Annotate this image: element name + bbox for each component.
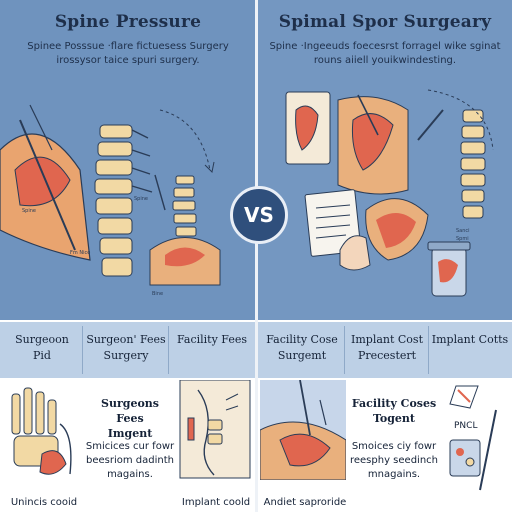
pncl-label: PNCL bbox=[454, 421, 477, 431]
hand-skeleton-illustration bbox=[11, 387, 72, 475]
xray-inflamed-area bbox=[295, 105, 319, 151]
label-bar-right: Facility Cose Surgemt Implant Cost Prece… bbox=[258, 322, 512, 378]
needle-icon bbox=[19, 119, 76, 251]
right-title: Spimal Spor Surgeary bbox=[278, 12, 492, 32]
left-subtitle: Spinee Posssue ·flare fictuesess Surgery… bbox=[0, 40, 256, 68]
bottom-right-text-line1: Smoices ciy fowr bbox=[351, 441, 437, 452]
scalpel-icon bbox=[357, 94, 379, 136]
center-divider bbox=[255, 0, 258, 512]
surgery-closeup-illustration bbox=[260, 380, 346, 480]
label-separator bbox=[168, 326, 169, 374]
secondary-spine-icon bbox=[172, 175, 197, 237]
label-cell-implant-cotts: Implant Cotts bbox=[430, 332, 510, 348]
spine-column-icon bbox=[94, 124, 153, 277]
bottom-right-heading: Facility Coses Togent bbox=[350, 396, 438, 426]
label-separator bbox=[428, 326, 429, 374]
label-cell-line1: Implant Cost bbox=[351, 333, 423, 346]
label-cell-facility-fees: Facility Fees bbox=[172, 332, 252, 348]
label-cell-line1: Surgeon' Fees bbox=[86, 333, 166, 346]
inflamed-joint-area bbox=[39, 450, 67, 475]
label-cell-surgeon-fees: Surgeon' Fees Surgery bbox=[86, 332, 166, 364]
label-separator bbox=[344, 326, 345, 374]
tiny-label-2: Spine bbox=[134, 196, 148, 202]
tiny-label-3: Fm Nice bbox=[70, 250, 90, 256]
bottom-left-text-line1: Smicices cur fowr bbox=[85, 441, 175, 452]
bottom-left-text-line2: beesriom dadinth bbox=[86, 455, 174, 466]
implant-box-icon bbox=[449, 439, 481, 477]
label-cell-line2: Pid bbox=[33, 349, 51, 362]
disc-inflamed-area bbox=[165, 247, 205, 267]
tiny-label-5: Sanci bbox=[456, 228, 470, 234]
probe-icon bbox=[154, 174, 166, 211]
right-subtitle-line2: rouns aiiell youikwindesting. bbox=[313, 55, 457, 66]
tiny-label-4: Bine bbox=[152, 291, 163, 297]
label-separator bbox=[82, 326, 83, 374]
vs-badge: VS bbox=[230, 186, 288, 244]
implant-tools-illustration: PNCL bbox=[449, 385, 497, 491]
arrow-head-icon bbox=[204, 161, 215, 174]
bottom-left-text-line3: magains. bbox=[107, 469, 153, 480]
disc-inner-area bbox=[376, 212, 416, 248]
bottom-right-text-line2: reesphy seedinch bbox=[349, 455, 438, 466]
right-panel: Spimal Spor Surgeary Spine ·Ingeeuds foe… bbox=[258, 0, 512, 320]
label-cell-line1: Facility Fees bbox=[177, 333, 247, 346]
bottom-left-section: Unincis cooid Surgeons Fees Imgent Smici… bbox=[0, 380, 255, 512]
right-surgery-illustration: Sanci Spmi bbox=[285, 89, 494, 297]
needle-guide-icon bbox=[29, 104, 53, 151]
bottom-right-text: Smoices ciy fowr reesphy seedinch mnagai… bbox=[348, 440, 440, 482]
right-spine-column-icon bbox=[460, 109, 486, 219]
bottom-left-heading-line1: Surgeons Fees bbox=[101, 397, 159, 425]
label-cell-facility-cose: Facility Cose Surgemt bbox=[262, 332, 342, 364]
bottom-right-text-line3: mnagains. bbox=[367, 469, 421, 480]
bottom-left-caption-2: Implant coold bbox=[181, 497, 251, 508]
bottom-left-text: Smicices cur fowr beesriom dadinth magai… bbox=[84, 440, 176, 482]
label-cell-line2: Surgery bbox=[103, 349, 149, 362]
jar-specimen bbox=[438, 259, 458, 283]
implant-illustration bbox=[179, 380, 251, 479]
bottom-right-heading-line1: Facility Coses bbox=[351, 397, 437, 410]
bottom-right-heading-line2: Togent bbox=[372, 412, 416, 425]
label-cell-line2: Surgemt bbox=[277, 349, 327, 362]
left-subtitle-line2: irossysor taice spuri surgery. bbox=[56, 55, 200, 66]
bottom-left-caption-1: Unincis cooid bbox=[10, 497, 78, 508]
surgical-tool-icon bbox=[299, 380, 311, 436]
right-subtitle: Spine ·Ingeeuds foecesrst forragel wike … bbox=[258, 40, 512, 68]
label-cell-implant-cost: Implant Cost Precestert bbox=[348, 332, 426, 364]
bottom-right-caption-1: Andiet saproride bbox=[263, 497, 347, 508]
label-bar-left: Surgeoon Pid Surgeon' Fees Surgery Facil… bbox=[0, 322, 255, 378]
bottom-left-heading: Surgeons Fees Imgent bbox=[86, 396, 174, 441]
right-subtitle-line1: Spine ·Ingeeuds foecesrst forragel wike … bbox=[269, 41, 501, 52]
bottom-right-section: Andiet saproride Facility Coses Togent S… bbox=[258, 380, 512, 512]
tube-icon bbox=[59, 423, 72, 475]
curve-arrow-icon bbox=[159, 109, 211, 171]
right-curve-arrow-icon bbox=[427, 89, 494, 151]
bottom-left-heading-line2: Imgent bbox=[107, 427, 153, 440]
tiny-label-6: Spmi bbox=[456, 236, 469, 242]
tiny-label-1: Spine bbox=[22, 208, 36, 214]
surgical-view-inflamed bbox=[352, 113, 394, 171]
label-cell-line1: Surgeoon bbox=[15, 333, 69, 346]
label-cell-line2: Precestert bbox=[357, 349, 417, 362]
label-cell-line1: Facility Cose bbox=[266, 333, 338, 346]
left-title: Spine Pressure bbox=[54, 12, 202, 32]
syringe-icon bbox=[417, 109, 444, 141]
hand-icon bbox=[339, 235, 371, 271]
left-inflamed-area bbox=[14, 156, 71, 207]
label-cell-surgeon-paid: Surgeoon Pid bbox=[6, 332, 78, 364]
left-spine-illustration: Spine Spine Fm Nice Bine bbox=[0, 104, 221, 297]
left-subtitle-line1: Spinee Posssue ·flare fictuesess Surgery bbox=[27, 41, 229, 52]
implant-rod-icon bbox=[187, 417, 195, 441]
instrument-icon bbox=[479, 409, 497, 491]
label-cell-line1: Implant Cotts bbox=[431, 333, 509, 346]
left-panel: Spine Pressure Spinee Posssue ·flare fic… bbox=[0, 0, 256, 320]
